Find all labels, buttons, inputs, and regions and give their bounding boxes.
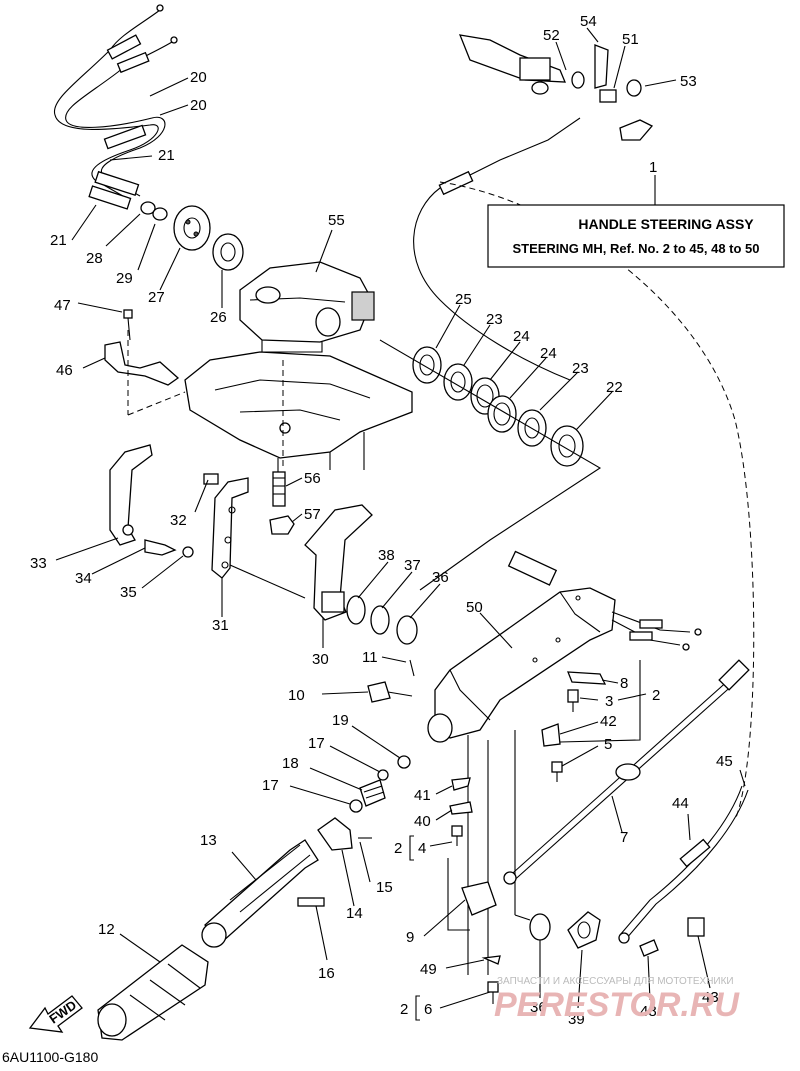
callout-20-a: 20 [190,69,207,86]
callout-41: 41 [414,787,431,804]
callout-11: 11 [362,649,378,666]
callout-42: 42 [600,713,617,730]
callout-46: 46 [56,362,73,379]
callout-21-a: 21 [158,147,175,164]
leader-lines [55,27,746,1021]
assembly-title: HANDLE STEERING ASSY [578,216,754,232]
callout-27: 27 [148,289,165,306]
callout-23-b: 23 [572,360,589,377]
callout-6: 6 [424,1001,432,1018]
callout-12: 12 [98,921,115,938]
callout-36-b: 36 [530,999,547,1016]
callout-47: 47 [54,297,71,314]
washers-36-38 [346,595,418,645]
callout-5: 5 [604,736,612,753]
callout-25: 25 [455,291,472,308]
callout-21-b: 21 [50,232,67,249]
callout-36-a: 36 [432,569,449,586]
callout-13: 13 [200,832,217,849]
callout-51: 51 [622,31,639,48]
callout-19: 19 [332,712,349,729]
right-small-parts [541,660,641,782]
callout-1: 1 [649,159,657,176]
callout-37: 37 [404,557,421,574]
callout-44: 44 [672,795,689,812]
washer-26 [212,233,244,271]
callout-18: 18 [282,755,299,772]
callout-39: 39 [568,1011,585,1028]
handle-cables [611,611,702,651]
bottom-right-parts [514,911,659,957]
grip-12 [97,944,209,1041]
callout-24-b: 24 [540,345,557,362]
watermark-caption: ЗАПЧАСТИ И АКСЕССУАРЫ ДЛЯ МОТОТЕХНИКИ [497,976,734,987]
callout-52: 52 [543,27,560,44]
callout-33: 33 [30,555,47,572]
callout-28: 28 [86,250,103,267]
cable-44-45 [618,785,749,944]
callout-38: 38 [378,547,395,564]
callout-54: 54 [580,13,597,30]
callout-31: 31 [212,617,229,634]
washer-stack [379,339,602,591]
steering-handle-50 [427,550,616,975]
forward-arrow: FWD [28,995,83,1033]
callout-14: 14 [346,905,363,922]
callout-53: 53 [680,73,697,90]
callout-32: 32 [170,512,187,529]
throttle-grip-13 [201,817,372,948]
callout-7: 7 [620,829,628,846]
callout-9: 9 [406,929,414,946]
swivel-base [184,351,413,480]
callout-4: 4 [418,840,426,857]
callout-49: 49 [420,961,437,978]
figure-code: 6AU1100-G180 [2,1049,98,1065]
callout-8: 8 [620,675,628,692]
friction-brackets [109,444,306,599]
callout-15: 15 [376,879,393,896]
callout-labels: 54 52 51 53 1 20 20 21 21 28 29 27 26 55… [30,13,733,1028]
callout-16: 16 [318,965,335,982]
callout-20-b: 20 [190,97,207,114]
callout-45: 45 [716,753,733,770]
assembly-label-box: HANDLE STEERING ASSY STEERING MH, Ref. N… [487,175,785,268]
callout-3: 3 [605,693,613,710]
callout-35: 35 [120,584,137,601]
callout-48: 48 [640,1003,657,1020]
callout-23-a: 23 [486,311,503,328]
callout-17-a: 17 [308,735,325,752]
assembly-box-frame [487,204,785,268]
callout-56: 56 [304,470,321,487]
callout-40: 40 [414,813,431,830]
throttle-shaft-7 [503,659,750,885]
lever-46-47 [104,309,186,416]
callout-2-c: 2 [400,1001,408,1018]
friction-lever-30 [304,504,373,621]
pulley-group [140,201,211,251]
callout-24-a: 24 [513,328,530,345]
throttle-cables [53,4,178,210]
callout-26: 26 [210,309,227,326]
lower-small-parts [447,777,501,1004]
callout-2-a: 2 [652,687,660,704]
small-screws-springs [349,659,415,813]
callout-22: 22 [606,379,623,396]
steering-bracket-55 [239,261,375,353]
callout-2-b: 2 [394,840,402,857]
callout-10: 10 [288,687,305,704]
callout-29: 29 [116,270,133,287]
callout-50: 50 [466,599,483,616]
callout-30: 30 [312,651,329,668]
callout-43: 43 [702,989,719,1006]
assembly-subtitle: STEERING MH, Ref. No. 2 to 45, 48 to 50 [512,241,759,256]
callout-55: 55 [328,212,345,229]
watermark-brand: PERESTOR.RU [494,986,740,1024]
callout-17-b: 17 [262,777,279,794]
watermark: ЗАПЧАСТИ И АКСЕССУАРЫ ДЛЯ МОТОТЕХНИКИ PE… [494,976,740,1024]
callout-57: 57 [304,506,321,523]
stud-and-nut [269,360,295,535]
callout-34: 34 [75,570,92,587]
